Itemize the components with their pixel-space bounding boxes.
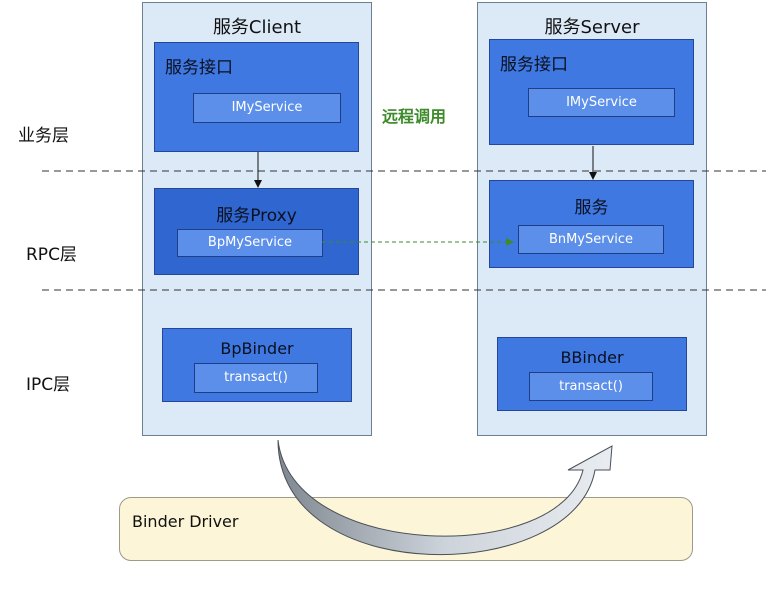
- server-title: 服务Server: [544, 17, 640, 38]
- layer-label-ipc: IPC层: [26, 375, 71, 395]
- server-binder-inner: transact(): [529, 372, 653, 401]
- client-proxy-box: 服务Proxy BpMyService: [154, 188, 359, 275]
- server-service-title: 服务: [574, 198, 609, 218]
- server-binder-box: BBinder transact(): [497, 337, 687, 411]
- server-interface-title: 服务接口: [500, 55, 568, 75]
- server-binder-title: BBinder: [560, 348, 624, 367]
- server-interface-box: 服务接口 IMyService: [489, 39, 694, 145]
- remote-call-label: 远程调用: [382, 107, 447, 126]
- layer-label-business: 业务层: [18, 126, 69, 146]
- client-proxy-title: 服务Proxy: [216, 206, 297, 226]
- client-title: 服务Client: [212, 17, 302, 38]
- ipc-curved-arrow: [277, 439, 613, 555]
- client-proxy-inner: BpMyService: [177, 229, 323, 257]
- client-interface-inner: IMyService: [193, 93, 341, 123]
- server-service-inner: BnMyService: [518, 225, 664, 254]
- client-interface-box: 服务接口 IMyService: [154, 42, 359, 152]
- client-interface-title: 服务接口: [165, 58, 233, 78]
- binder-driver-box: Binder Driver: [119, 497, 693, 561]
- layer-label-rpc: RPC层: [26, 245, 77, 265]
- server-service-box: 服务 BnMyService: [489, 180, 694, 268]
- client-binder-title: BpBinder: [220, 339, 294, 358]
- client-binder-box: BpBinder transact(): [162, 328, 352, 402]
- server-interface-inner: IMyService: [528, 88, 675, 117]
- binder-driver-label: Binder Driver: [132, 512, 239, 531]
- client-binder-inner: transact(): [194, 363, 318, 393]
